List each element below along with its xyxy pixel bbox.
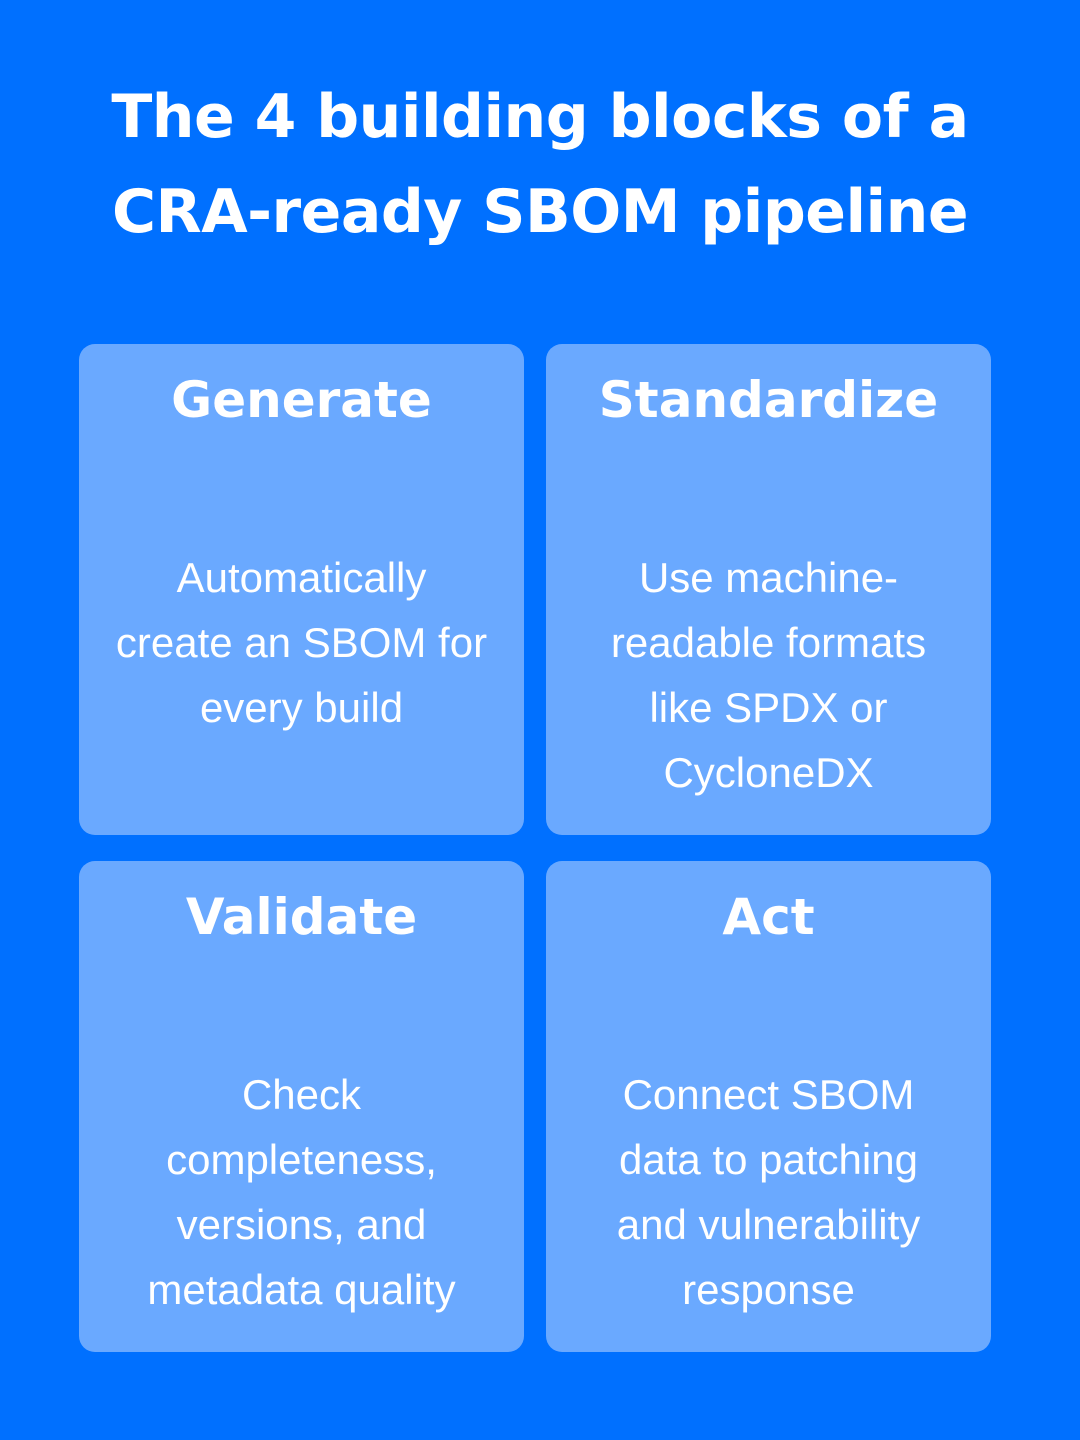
card-heading: Generate [171,371,432,429]
card-description: Connect SBOM data to patching and vulner… [546,1062,991,1322]
card-generate: Generate Automatically create an SBOM fo… [79,344,524,835]
card-heading: Validate [185,888,418,946]
card-validate: Validate Check completeness, versions, a… [79,861,524,1352]
card-description-line: every build [199,684,404,731]
card-description-line: versions, and [176,1201,427,1248]
title-line-1: The 4 building blocks of a [111,82,969,152]
card-description-line: response [682,1266,855,1313]
card-description-line: data to patching [619,1136,918,1183]
card-description: Automatically create an SBOM for every b… [79,545,524,740]
card-description-line: CycloneDX [663,749,874,796]
card-heading: Standardize [598,371,939,429]
card-description-line: Connect SBOM [622,1071,915,1118]
title-line-2: CRA-ready SBOM pipeline [111,177,969,247]
card-description-line: create an SBOM for [115,619,488,666]
card-description-line: completeness, [166,1136,437,1183]
card-description: Check completeness, versions, and metada… [79,1062,524,1322]
card-heading: Act [722,888,815,946]
card-description-line: Check [241,1071,362,1118]
card-description-line: readable formats [610,619,927,666]
card-description-line: metadata quality [147,1266,456,1313]
card-act: Act Connect SBOM data to patching and vu… [546,861,991,1352]
card-description-line: Automatically [176,554,427,601]
card-description-line: and vulnerability [616,1201,921,1248]
card-description-line: like SPDX or [649,684,888,731]
card-description-line: Use machine- [638,554,899,601]
card-standardize: Standardize Use machine- readable format… [546,344,991,835]
page-title: The 4 building blocks of a CRA-ready SBO… [0,70,1080,260]
card-description: Use machine- readable formats like SPDX … [546,545,991,805]
